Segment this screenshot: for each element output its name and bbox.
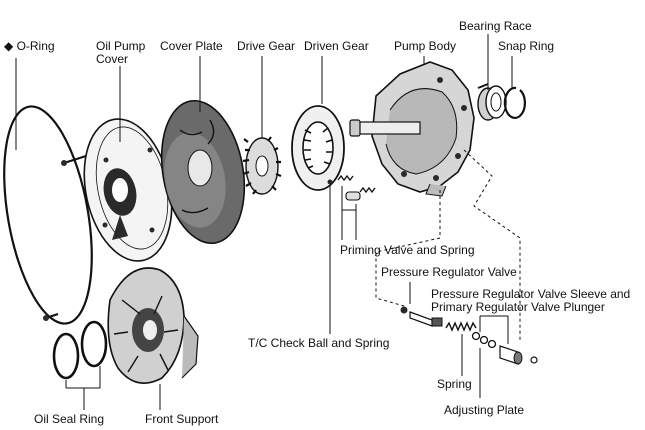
label-oil-seal-ring: Oil Seal Ring <box>34 412 105 426</box>
label-cover-plate: Cover Plate <box>160 39 223 53</box>
label-bearing-race: Bearing Race <box>459 19 532 33</box>
label-driven-gear: Driven Gear <box>304 39 369 53</box>
label-adjusting-plate: Adjusting Plate <box>444 403 525 417</box>
pump-body-part <box>349 61 489 197</box>
dashed-guide-lines <box>375 149 521 340</box>
drive-gear-part <box>242 136 282 195</box>
pressure-regulator-valve-part <box>400 306 443 327</box>
label-tc-check-ball-and-spring: T/C Check Ball and Spring <box>248 336 390 350</box>
o-ring-part <box>3 105 93 325</box>
oil-pump-cover-part <box>61 118 173 262</box>
label-o-ring: ◆ O-Ring <box>4 39 55 53</box>
leader-lines <box>15 34 513 410</box>
pressure-regulator-spring-part <box>445 321 477 332</box>
label-oil-pump-cover: Oil Pump Cover <box>96 39 146 66</box>
priming-valve-part <box>345 186 376 201</box>
label-priming-valve-and-spring: Priming Valve and Spring <box>340 243 475 257</box>
bearing-race-part <box>477 85 507 121</box>
label-pressure-regulator-valve: Pressure Regulator Valve <box>381 265 517 279</box>
oil-seal-ring-part <box>43 313 108 380</box>
label-front-support: Front Support <box>145 412 219 426</box>
front-support-part <box>107 267 199 384</box>
label-drive-gear: Drive Gear <box>237 39 296 53</box>
tc-check-ball-and-spring-part <box>327 174 354 185</box>
label-pump-body: Pump Body <box>394 39 457 53</box>
cover-plate-part <box>160 99 246 245</box>
snap-ring-part <box>503 86 527 119</box>
regulator-valve-sleeve-part <box>499 345 538 365</box>
driven-gear-part <box>291 105 345 191</box>
label-regulator-sleeve-and-plunger: Pressure Regulator Valve Sleeve and Prim… <box>431 287 631 314</box>
label-snap-ring: Snap Ring <box>498 39 555 53</box>
label-spring: Spring <box>437 377 472 391</box>
adjusting-plate-part <box>471 331 497 349</box>
